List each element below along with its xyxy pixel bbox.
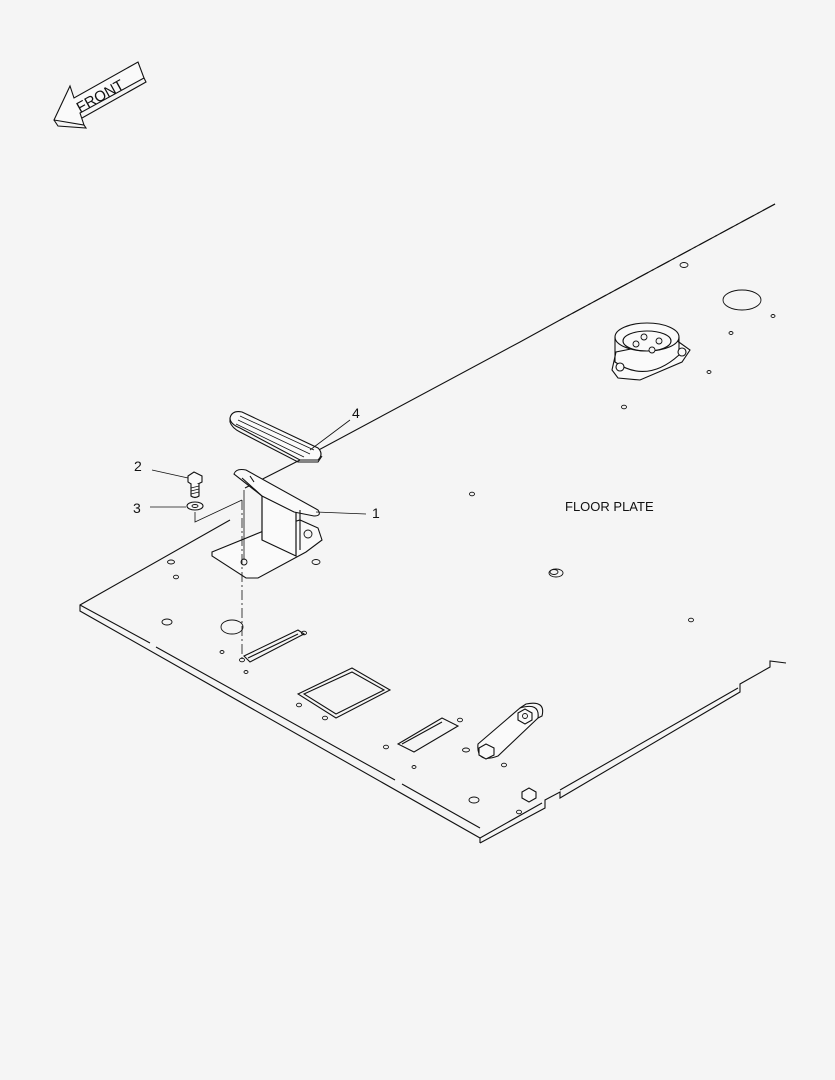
front-arrow: FRONT xyxy=(53,61,147,129)
callout-1: 1 xyxy=(372,505,380,521)
assembly-lines xyxy=(194,490,245,660)
floor-plate xyxy=(79,203,787,844)
leader-lines xyxy=(150,419,367,515)
callout-3: 3 xyxy=(133,500,141,516)
floor-plate-label: FLOOR PLATE xyxy=(565,499,654,514)
callout-4: 4 xyxy=(352,405,360,421)
callout-2: 2 xyxy=(134,458,142,474)
washer-part-3 xyxy=(186,501,204,511)
pedal-pad-part-4 xyxy=(229,411,323,463)
pedal-bracket-part-1 xyxy=(211,468,323,579)
bolt-part-2 xyxy=(187,471,203,499)
